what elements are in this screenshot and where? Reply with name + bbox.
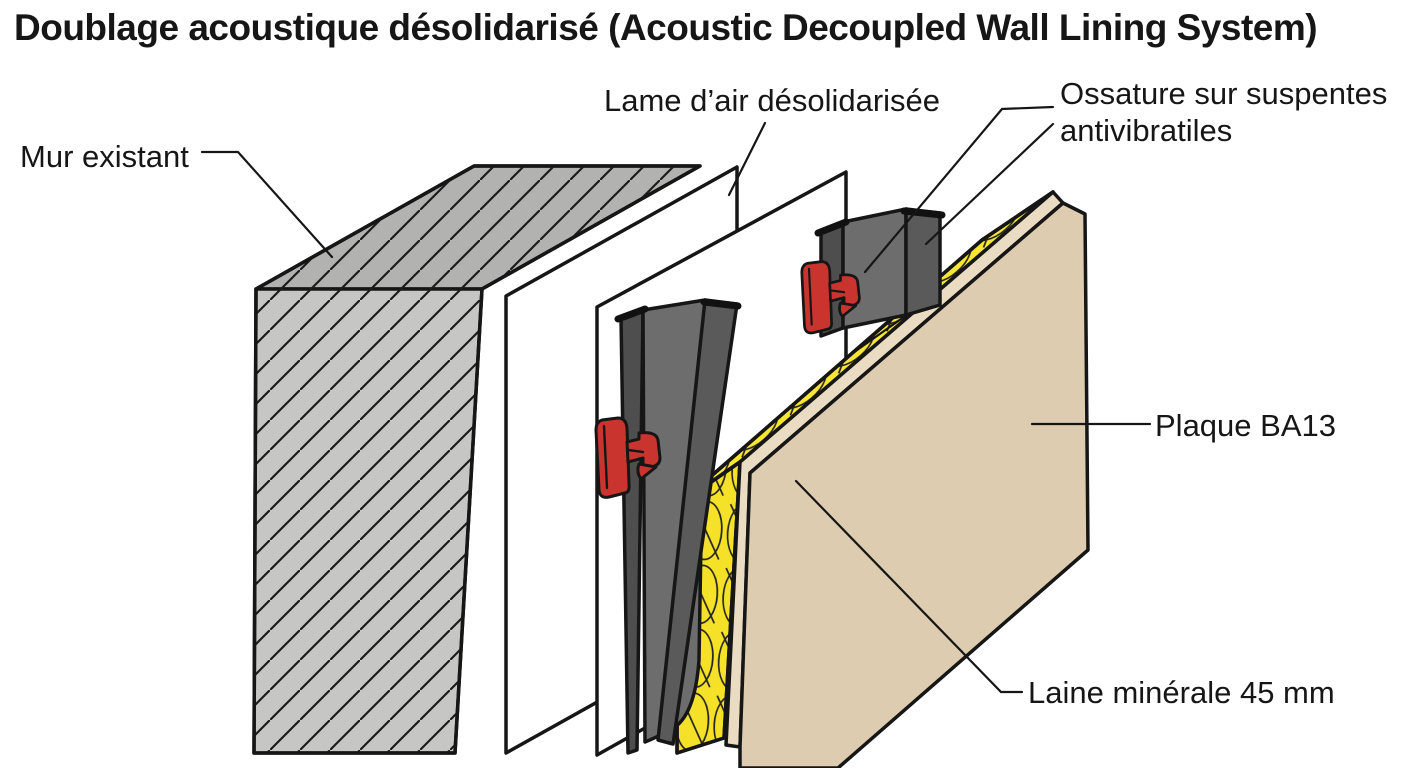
leader-ossature-2 bbox=[924, 122, 1055, 246]
rear-channel-right-flange bbox=[904, 207, 942, 317]
leader-mur-existant bbox=[200, 150, 334, 259]
plasterboard bbox=[724, 190, 1090, 768]
label-mur-existant: Mur existant bbox=[20, 139, 189, 174]
label-ossature-line1: Ossature sur suspentes bbox=[1060, 76, 1387, 111]
wall-hatch-pattern bbox=[254, 166, 700, 753]
existing-wall-outline bbox=[252, 164, 702, 755]
label-ossature-line2: antivibratiles bbox=[1060, 113, 1232, 148]
label-lame-air: Lame d’air désolidarisée bbox=[604, 83, 940, 118]
furring-channel-front bbox=[614, 298, 742, 755]
label-plaque-ba13: Plaque BA13 bbox=[1155, 408, 1336, 443]
label-laine-minerale: Laine minérale 45 mm bbox=[1028, 675, 1335, 710]
mineral-wool bbox=[675, 190, 1055, 755]
diagram-title: Doublage acoustique désolidarisé (Acoust… bbox=[14, 7, 1317, 48]
leader-ossature-1 bbox=[863, 105, 1055, 274]
leader-lame-air bbox=[727, 121, 767, 197]
leader-lines bbox=[200, 105, 1152, 694]
rear-channel-cap-right bbox=[900, 207, 946, 219]
existing-wall bbox=[252, 164, 702, 755]
rear-channel-cap-left bbox=[814, 218, 850, 237]
leader-laine-minerale bbox=[794, 479, 1024, 694]
rear-channel-web bbox=[841, 207, 908, 330]
plasterboard-face bbox=[738, 201, 1090, 768]
channel-top-cap-left bbox=[614, 305, 649, 323]
channel-top-cap-right bbox=[700, 298, 742, 310]
